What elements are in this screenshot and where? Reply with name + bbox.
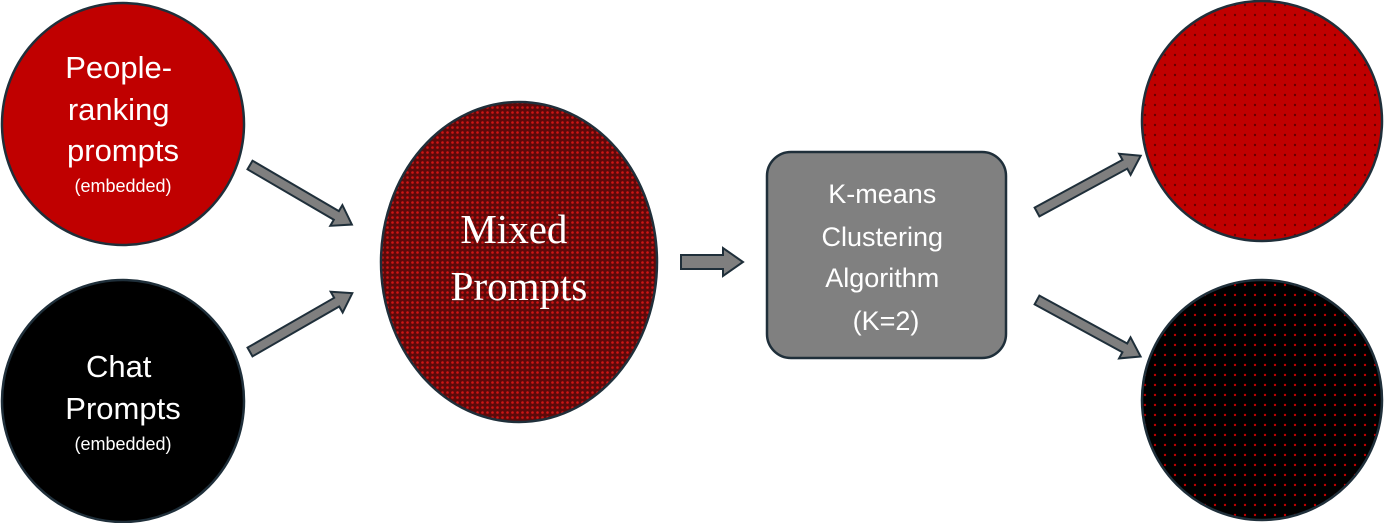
people-ranking-label-line-1: People- bbox=[65, 50, 172, 85]
arrow-mixed-to-kmeans bbox=[680, 246, 745, 278]
arrow-people-to-mixed bbox=[246, 159, 354, 227]
kmeans-box bbox=[765, 150, 1008, 360]
chat-prompts-circle bbox=[0, 278, 246, 523]
people-ranking-circle bbox=[0, 1, 246, 247]
mixed-prompts-ellipse bbox=[379, 100, 659, 424]
people-ranking-label-line-2: ranking bbox=[68, 92, 170, 127]
kmeans-label-line-3: Algorithm bbox=[825, 263, 939, 293]
chat-prompts-sublabel: (embedded) bbox=[74, 434, 171, 454]
kmeans-node: K-means Clustering Algorithm (K=2) bbox=[765, 150, 1008, 360]
svg-text:Chat Prompts: Chat Prompts bbox=[65, 349, 180, 426]
svg-text:K-means Clustering: K-means Clustering Algorithm (K=2) bbox=[821, 179, 950, 336]
people-ranking-label-line-3: prompts bbox=[67, 133, 179, 168]
kmeans-label-line-1: K-means bbox=[828, 179, 936, 209]
chat-prompts-label-line-2: Prompts bbox=[65, 391, 180, 426]
svg-text:People- ranking pr: People- ranking prompts bbox=[65, 50, 180, 168]
mixed-prompts-node: Mixed Prompts bbox=[379, 100, 659, 424]
svg-text:Mixed Prompts: Mixed Prompts bbox=[451, 206, 588, 309]
chat-prompts-node: Chat Prompts (embedded) bbox=[0, 278, 246, 523]
people-ranking-sublabel: (embedded) bbox=[74, 176, 171, 196]
chat-prompts-label-line-1: Chat bbox=[86, 349, 152, 384]
cluster-red-circle bbox=[1140, 0, 1384, 243]
arrow-kmeans-to-cluster-black bbox=[1033, 294, 1143, 360]
cluster-black-circle bbox=[1140, 278, 1384, 522]
arrow-chat-to-mixed bbox=[246, 290, 354, 358]
kmeans-label-line-4: (K=2) bbox=[853, 306, 920, 336]
arrow-kmeans-to-cluster-red bbox=[1033, 152, 1143, 218]
mixed-prompts-label-line-2: Prompts bbox=[451, 263, 588, 309]
kmeans-label-line-2: Clustering bbox=[821, 222, 943, 252]
people-ranking-node: People- ranking prompts (embedded) bbox=[0, 1, 246, 247]
mixed-prompts-label-line-1: Mixed bbox=[460, 206, 567, 252]
